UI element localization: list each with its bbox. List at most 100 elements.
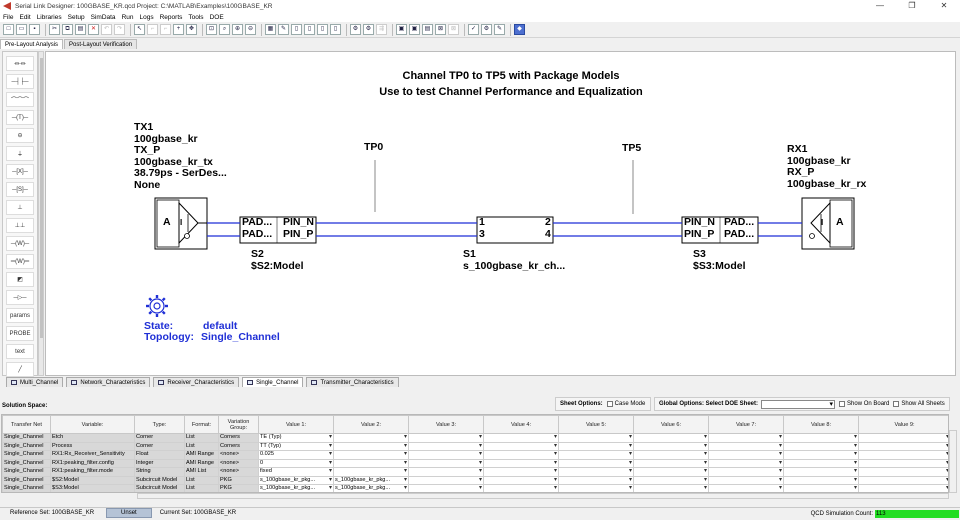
value-cell[interactable] (859, 442, 950, 451)
menu-logs[interactable]: Logs (140, 14, 154, 21)
wire-icon[interactable]: ⌐ (147, 24, 158, 35)
eye-icon[interactable]: ⊠ (435, 24, 446, 35)
value-cell[interactable] (409, 476, 484, 485)
value-cell[interactable] (409, 451, 484, 460)
show-on-board-checkbox[interactable] (839, 401, 845, 407)
s3-label[interactable]: S3 $S3:Model (693, 249, 746, 272)
value-cell[interactable] (409, 485, 484, 494)
value-cell[interactable] (859, 459, 950, 468)
table-vertical-scrollbar[interactable] (949, 430, 957, 493)
value-cell[interactable] (334, 468, 409, 477)
menu-tools[interactable]: Tools (188, 14, 203, 21)
tab-network-characteristics[interactable]: Network_Characteristics (66, 377, 150, 387)
value-cell[interactable] (559, 451, 634, 460)
align-center-icon[interactable]: ▯ (304, 24, 315, 35)
topology-value[interactable]: Single_Channel (201, 332, 280, 344)
value-cell[interactable] (634, 434, 709, 443)
table-horizontal-scrollbar[interactable] (137, 493, 949, 499)
value-cell[interactable] (334, 451, 409, 460)
minimize-button[interactable]: — (864, 0, 896, 12)
tp5-label[interactable]: TP5 (622, 143, 641, 155)
move-icon[interactable]: ✥ (186, 24, 197, 35)
doe-sheet-select[interactable] (761, 400, 835, 409)
pin-icon[interactable]: + (173, 24, 184, 35)
align-left-icon[interactable]: ▯ (291, 24, 302, 35)
column-header[interactable]: Value 5: (559, 416, 634, 434)
value-cell[interactable] (559, 434, 634, 443)
column-header[interactable]: Transfer Net (3, 416, 51, 434)
tab-post-layout[interactable]: Post-Layout Verification (64, 39, 137, 49)
via-icon[interactable]: ⊥ (6, 200, 34, 215)
value-cell[interactable] (559, 459, 634, 468)
value-cell[interactable] (634, 451, 709, 460)
column-header[interactable]: Value 3: (409, 416, 484, 434)
value-cell[interactable] (859, 485, 950, 494)
value-cell[interactable] (484, 476, 559, 485)
s2-label[interactable]: S2 $S2:Model (251, 249, 304, 272)
menu-setup[interactable]: Setup (68, 14, 85, 21)
column-header[interactable]: Value 8: (784, 416, 859, 434)
unset-button[interactable]: Unset (106, 508, 152, 518)
compare-icon[interactable]: ⊠ (448, 24, 459, 35)
value-cell[interactable]: 0.025 (259, 451, 334, 460)
menu-edit[interactable]: Edit (19, 14, 30, 21)
resistor-icon[interactable]: ⏛⏛ (6, 56, 34, 71)
value-cell[interactable]: TT (Typ) (259, 442, 334, 451)
value-cell[interactable]: TE (Typ) (259, 434, 334, 443)
column-header[interactable]: Value 2: (334, 416, 409, 434)
wpart-diff-icon[interactable]: ═(W)═ (6, 254, 34, 269)
case-mode-checkbox[interactable] (607, 401, 613, 407)
connector-icon[interactable]: ◩ (6, 272, 34, 287)
tab-transmitter-characteristics[interactable]: Transmitter_Characteristics (306, 377, 398, 387)
column-header[interactable]: Variable: (51, 416, 135, 434)
bus-icon[interactable]: ⌐ (160, 24, 171, 35)
column-header[interactable]: Value 4: (484, 416, 559, 434)
value-cell[interactable] (409, 468, 484, 477)
value-cell[interactable] (634, 476, 709, 485)
palette-params[interactable]: params (6, 308, 34, 323)
value-cell[interactable] (409, 442, 484, 451)
value-cell[interactable] (559, 476, 634, 485)
value-cell[interactable] (859, 468, 950, 477)
waveform-icon[interactable]: ▣ (396, 24, 407, 35)
select-icon[interactable]: ↖ (134, 24, 145, 35)
column-header[interactable]: Format: (185, 416, 219, 434)
s1-label[interactable]: S1 s_100gbase_kr_ch... (463, 249, 565, 272)
transmission-line-icon[interactable]: ─(T)─ (6, 110, 34, 125)
notes-icon[interactable]: ✎ (494, 24, 505, 35)
value-cell[interactable] (709, 476, 784, 485)
inductor-icon[interactable]: ⌒⌒⌒ (6, 92, 34, 107)
tab-receiver-characteristics[interactable]: Receiver_Characteristics (153, 377, 239, 387)
value-cell[interactable] (634, 459, 709, 468)
value-cell[interactable] (409, 434, 484, 443)
undo-icon[interactable]: ↶ (101, 24, 112, 35)
palette-scrollbar[interactable] (38, 51, 44, 376)
xpart-icon[interactable]: ─[X]─ (6, 164, 34, 179)
close-button[interactable]: ✕ (928, 0, 960, 12)
via-pair-icon[interactable]: ⊥⊥ (6, 218, 34, 233)
column-header[interactable]: Type: (135, 416, 185, 434)
value-cell[interactable] (334, 434, 409, 443)
tab-pre-layout[interactable]: Pre-Layout Analysis (0, 39, 63, 49)
value-cell[interactable]: s_100gbase_kr_pkg... (259, 476, 334, 485)
value-cell[interactable] (634, 468, 709, 477)
value-cell[interactable] (859, 434, 950, 443)
buffer-icon[interactable]: ─▷─ (6, 290, 34, 305)
value-cell[interactable] (784, 476, 859, 485)
value-cell[interactable] (784, 434, 859, 443)
value-cell[interactable] (484, 451, 559, 460)
value-cell[interactable] (484, 434, 559, 443)
palette-probe[interactable]: PROBE (6, 326, 34, 341)
schematic-canvas[interactable]: Channel TP0 to TP5 with Package Models U… (45, 51, 956, 376)
value-cell[interactable] (859, 451, 950, 460)
menu-libraries[interactable]: Libraries (37, 14, 62, 21)
column-header[interactable]: Variation Group: (219, 416, 259, 434)
value-cell[interactable] (709, 451, 784, 460)
solution-space-icon[interactable]: ⚙ (363, 24, 374, 35)
value-cell[interactable] (784, 459, 859, 468)
value-cell[interactable] (484, 459, 559, 468)
delete-icon[interactable]: ✕ (88, 24, 99, 35)
align-right-icon[interactable]: ▯ (317, 24, 328, 35)
wpart-icon[interactable]: ─(W)─ (6, 236, 34, 251)
value-cell[interactable] (709, 459, 784, 468)
